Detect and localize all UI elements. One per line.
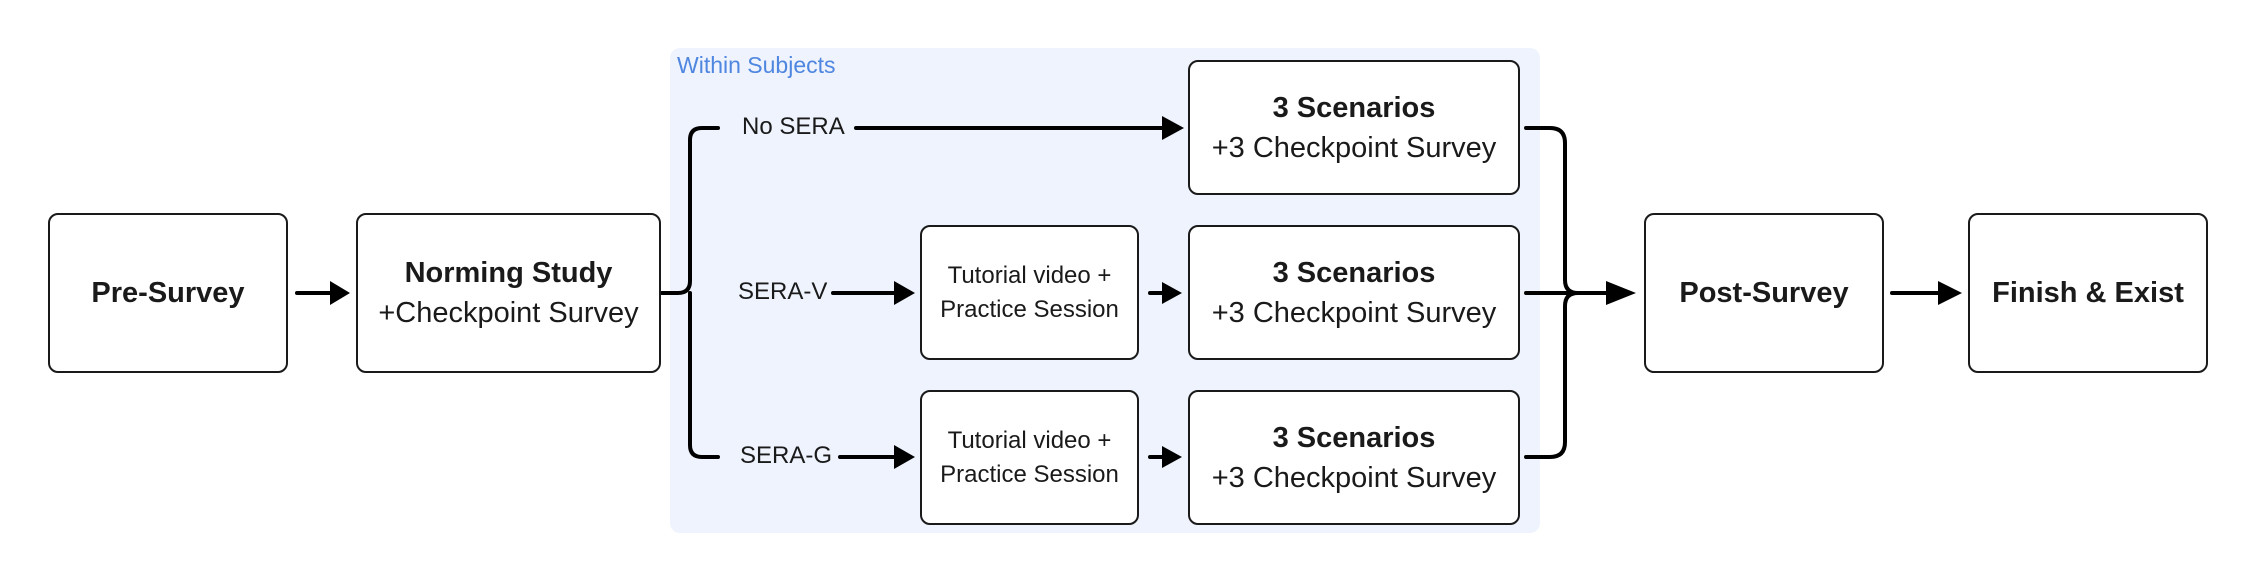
norming-study-subtitle: +Checkpoint Survey [378, 297, 639, 329]
finish-title: Finish & Exist [1992, 277, 2184, 309]
arrowhead-scenario-g [1162, 446, 1182, 468]
arrowhead-sera-g [894, 445, 915, 469]
post-survey-box: Post-Survey [1644, 213, 1884, 373]
pre-survey-box: Pre-Survey [48, 213, 288, 373]
within-subjects-label: Within Subjects [677, 52, 836, 78]
right-brace [1524, 126, 1610, 459]
scenario-box-sera-g: 3 Scenarios +3 Checkpoint Survey [1188, 390, 1520, 525]
scenario-subtitle: +3 Checkpoint Survey [1211, 461, 1497, 494]
arrowhead-scenario-v [1162, 282, 1182, 304]
tutorial-box-sera-g: Tutorial video + Practice Session [920, 390, 1139, 525]
finish-box: Finish & Exist [1968, 213, 2208, 373]
norming-study-box: Norming Study +Checkpoint Survey [356, 213, 661, 373]
condition-label-no-sera: No SERA [742, 113, 845, 140]
arrowhead-finish [1938, 281, 1962, 305]
condition-label-sera-v: SERA-V [738, 278, 828, 305]
norming-study-title: Norming Study [404, 257, 613, 289]
scenario-title: 3 Scenarios [1272, 91, 1436, 124]
pre-survey-title: Pre-Survey [91, 277, 245, 309]
tutorial-line2: Practice Session [940, 295, 1119, 323]
tutorial-line1: Tutorial video + [947, 426, 1112, 454]
tutorial-line2: Practice Session [940, 460, 1119, 488]
arrowhead-post [1606, 281, 1636, 305]
arrowhead-norming [330, 281, 350, 305]
scenario-subtitle: +3 Checkpoint Survey [1211, 131, 1497, 164]
scenario-box-no-sera: 3 Scenarios +3 Checkpoint Survey [1188, 60, 1520, 195]
scenario-box-sera-v: 3 Scenarios +3 Checkpoint Survey [1188, 225, 1520, 360]
arrowhead-sera-v [894, 281, 915, 305]
scenario-title: 3 Scenarios [1272, 256, 1436, 289]
condition-label-sera-g: SERA-G [740, 442, 833, 469]
tutorial-box-sera-v: Tutorial video + Practice Session [920, 225, 1139, 360]
arrowhead-no-sera [1162, 116, 1184, 140]
scenario-title: 3 Scenarios [1272, 421, 1436, 454]
left-brace [660, 126, 720, 459]
scenario-subtitle: +3 Checkpoint Survey [1211, 296, 1497, 329]
tutorial-line1: Tutorial video + [947, 261, 1112, 289]
post-survey-title: Post-Survey [1679, 277, 1849, 309]
